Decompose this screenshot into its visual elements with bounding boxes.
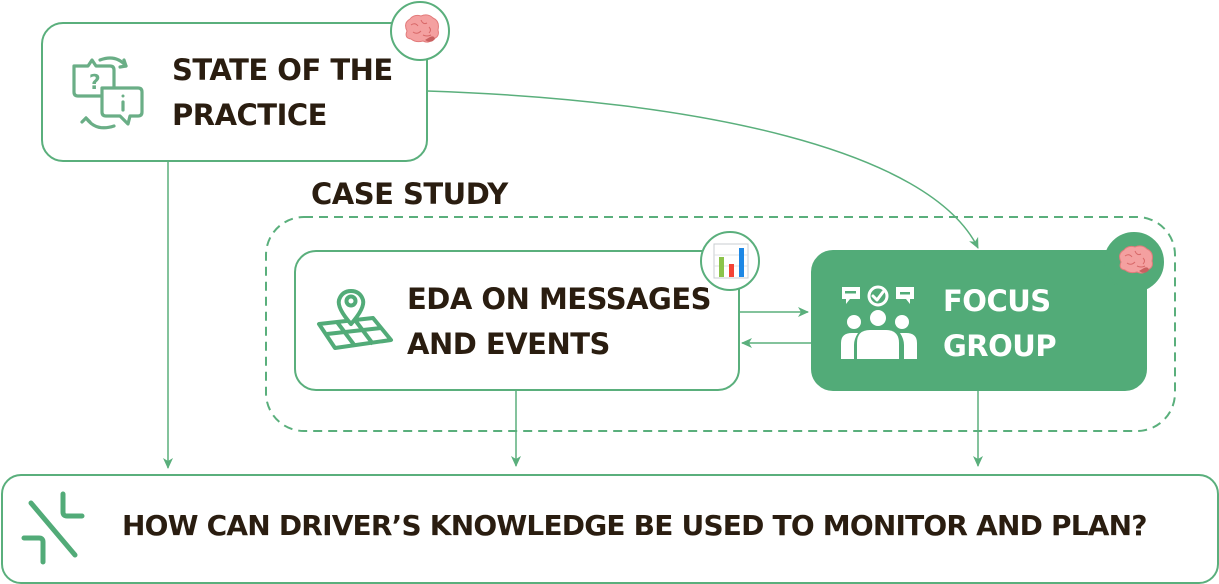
case-study-container: [265, 216, 1176, 432]
focus-group-node: [811, 250, 1147, 391]
eda-badge: [700, 231, 760, 291]
eda-label-line1: EDA ON MESSAGES: [407, 282, 712, 316]
group-discussion-icon: [840, 285, 918, 361]
state-of-practice-label-line1: STATE OF THE: [172, 53, 393, 87]
bar-chart-icon: [713, 243, 749, 279]
brain-icon: [401, 13, 441, 47]
state-of-practice-node: [41, 22, 428, 162]
eda-label-line2: AND EVENTS: [407, 327, 610, 361]
research-question-label: HOW CAN DRIVER’S KNOWLEDGE BE USED TO MO…: [122, 509, 1148, 542]
split-arrows-icon: [20, 488, 86, 568]
focus-group-badge: [1104, 232, 1164, 292]
brain-icon: [1115, 244, 1155, 278]
edge-practice-to-focus: [426, 90, 979, 249]
chat-question-info-icon: ?: [68, 52, 148, 132]
state-of-practice-label-line2: PRACTICE: [172, 98, 327, 132]
focus-group-label-line1: FOCUS: [943, 284, 1051, 318]
svg-text:?: ?: [89, 70, 101, 94]
map-pin-icon: [315, 288, 395, 354]
research-question-node: [1, 474, 1219, 584]
focus-group-label-line2: GROUP: [943, 329, 1057, 363]
case-study-title: CASE STUDY: [311, 177, 508, 211]
state-of-practice-badge: [390, 1, 450, 61]
